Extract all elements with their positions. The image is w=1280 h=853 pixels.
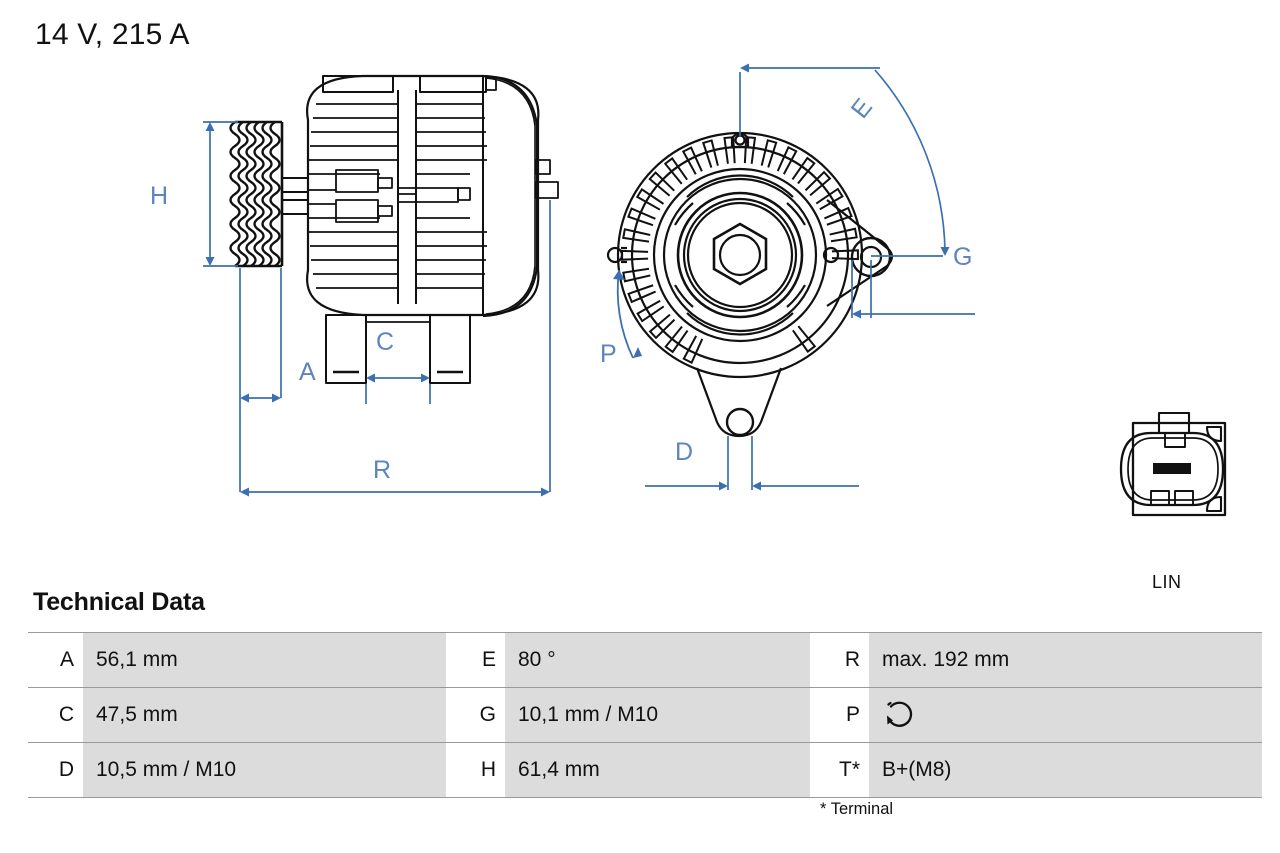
spec-value-e: 80 ° (505, 632, 810, 688)
alternator-side-view: H A C R (130, 60, 560, 560)
spec-value-g: 10,1 mm / M10 (505, 687, 810, 743)
spec-key-e: E (450, 632, 505, 688)
page-title: 14 V, 215 A (35, 18, 190, 51)
housing-circle (616, 131, 864, 379)
column-gap (446, 742, 450, 798)
inner-arc-segments (674, 174, 806, 336)
dim-label-H: H (150, 182, 168, 210)
table-row: A 56,1 mm E 80 ° R max. 192 mm (28, 632, 1262, 688)
column-gap (810, 742, 814, 798)
dim-label-R: R (373, 456, 391, 484)
cooling-fins-left (309, 96, 399, 296)
column-gap (446, 632, 450, 688)
spec-key-t: T* (814, 742, 869, 798)
technical-data-heading: Technical Data (33, 588, 205, 616)
vent-slots-outer (621, 136, 859, 364)
b-plus-terminal (535, 159, 559, 199)
bottom-mounting-ear (695, 367, 783, 438)
rotation-direction-icon (887, 701, 913, 727)
hex-nut (712, 222, 768, 286)
drawing-area: H A C R (0, 50, 1280, 592)
spec-key-h: H (450, 742, 505, 798)
spec-value-p (869, 687, 1262, 743)
column-gap (446, 687, 450, 743)
cooling-fins-right (415, 96, 487, 296)
spec-value-h: 61,4 mm (505, 742, 810, 798)
column-gap (810, 632, 814, 688)
dim-label-E: E (846, 93, 878, 123)
table-footnote: * Terminal (820, 800, 894, 818)
table-row: D 10,5 mm / M10 H 61,4 mm T* B+(M8) (28, 742, 1262, 798)
lin-connector-label: LIN (1152, 572, 1182, 592)
spec-key-d: D (28, 742, 83, 798)
spec-key-a: A (28, 632, 83, 688)
spec-value-a: 56,1 mm (83, 632, 446, 688)
connector-pin-slot (1153, 463, 1191, 474)
spec-key-r: R (814, 632, 869, 688)
alternator-front-view: E G P D (575, 50, 1005, 520)
table-row: C 47,5 mm G 10,1 mm / M10 P (28, 687, 1262, 743)
technical-data-table: A 56,1 mm E 80 ° R max. 192 mm C 47,5 mm… (28, 632, 1262, 798)
column-gap (810, 687, 814, 743)
dim-label-G: G (953, 243, 972, 271)
dim-label-C: C (376, 328, 394, 356)
pulley-grooves (229, 120, 284, 268)
left-boss (606, 246, 627, 264)
lin-connector (1115, 405, 1245, 535)
dimension-lines-front (613, 63, 975, 491)
dim-label-P: P (600, 340, 617, 368)
spec-value-c: 47,5 mm (83, 687, 446, 743)
spec-key-p: P (814, 687, 869, 743)
dim-label-D: D (675, 438, 693, 466)
dim-label-A: A (299, 358, 316, 386)
spec-key-c: C (28, 687, 83, 743)
spec-value-d: 10,5 mm / M10 (83, 742, 446, 798)
spec-value-t: B+(M8) (869, 742, 1262, 798)
spec-key-g: G (450, 687, 505, 743)
spec-value-r: max. 192 mm (869, 632, 1262, 688)
dimension-lines-side (203, 121, 551, 497)
